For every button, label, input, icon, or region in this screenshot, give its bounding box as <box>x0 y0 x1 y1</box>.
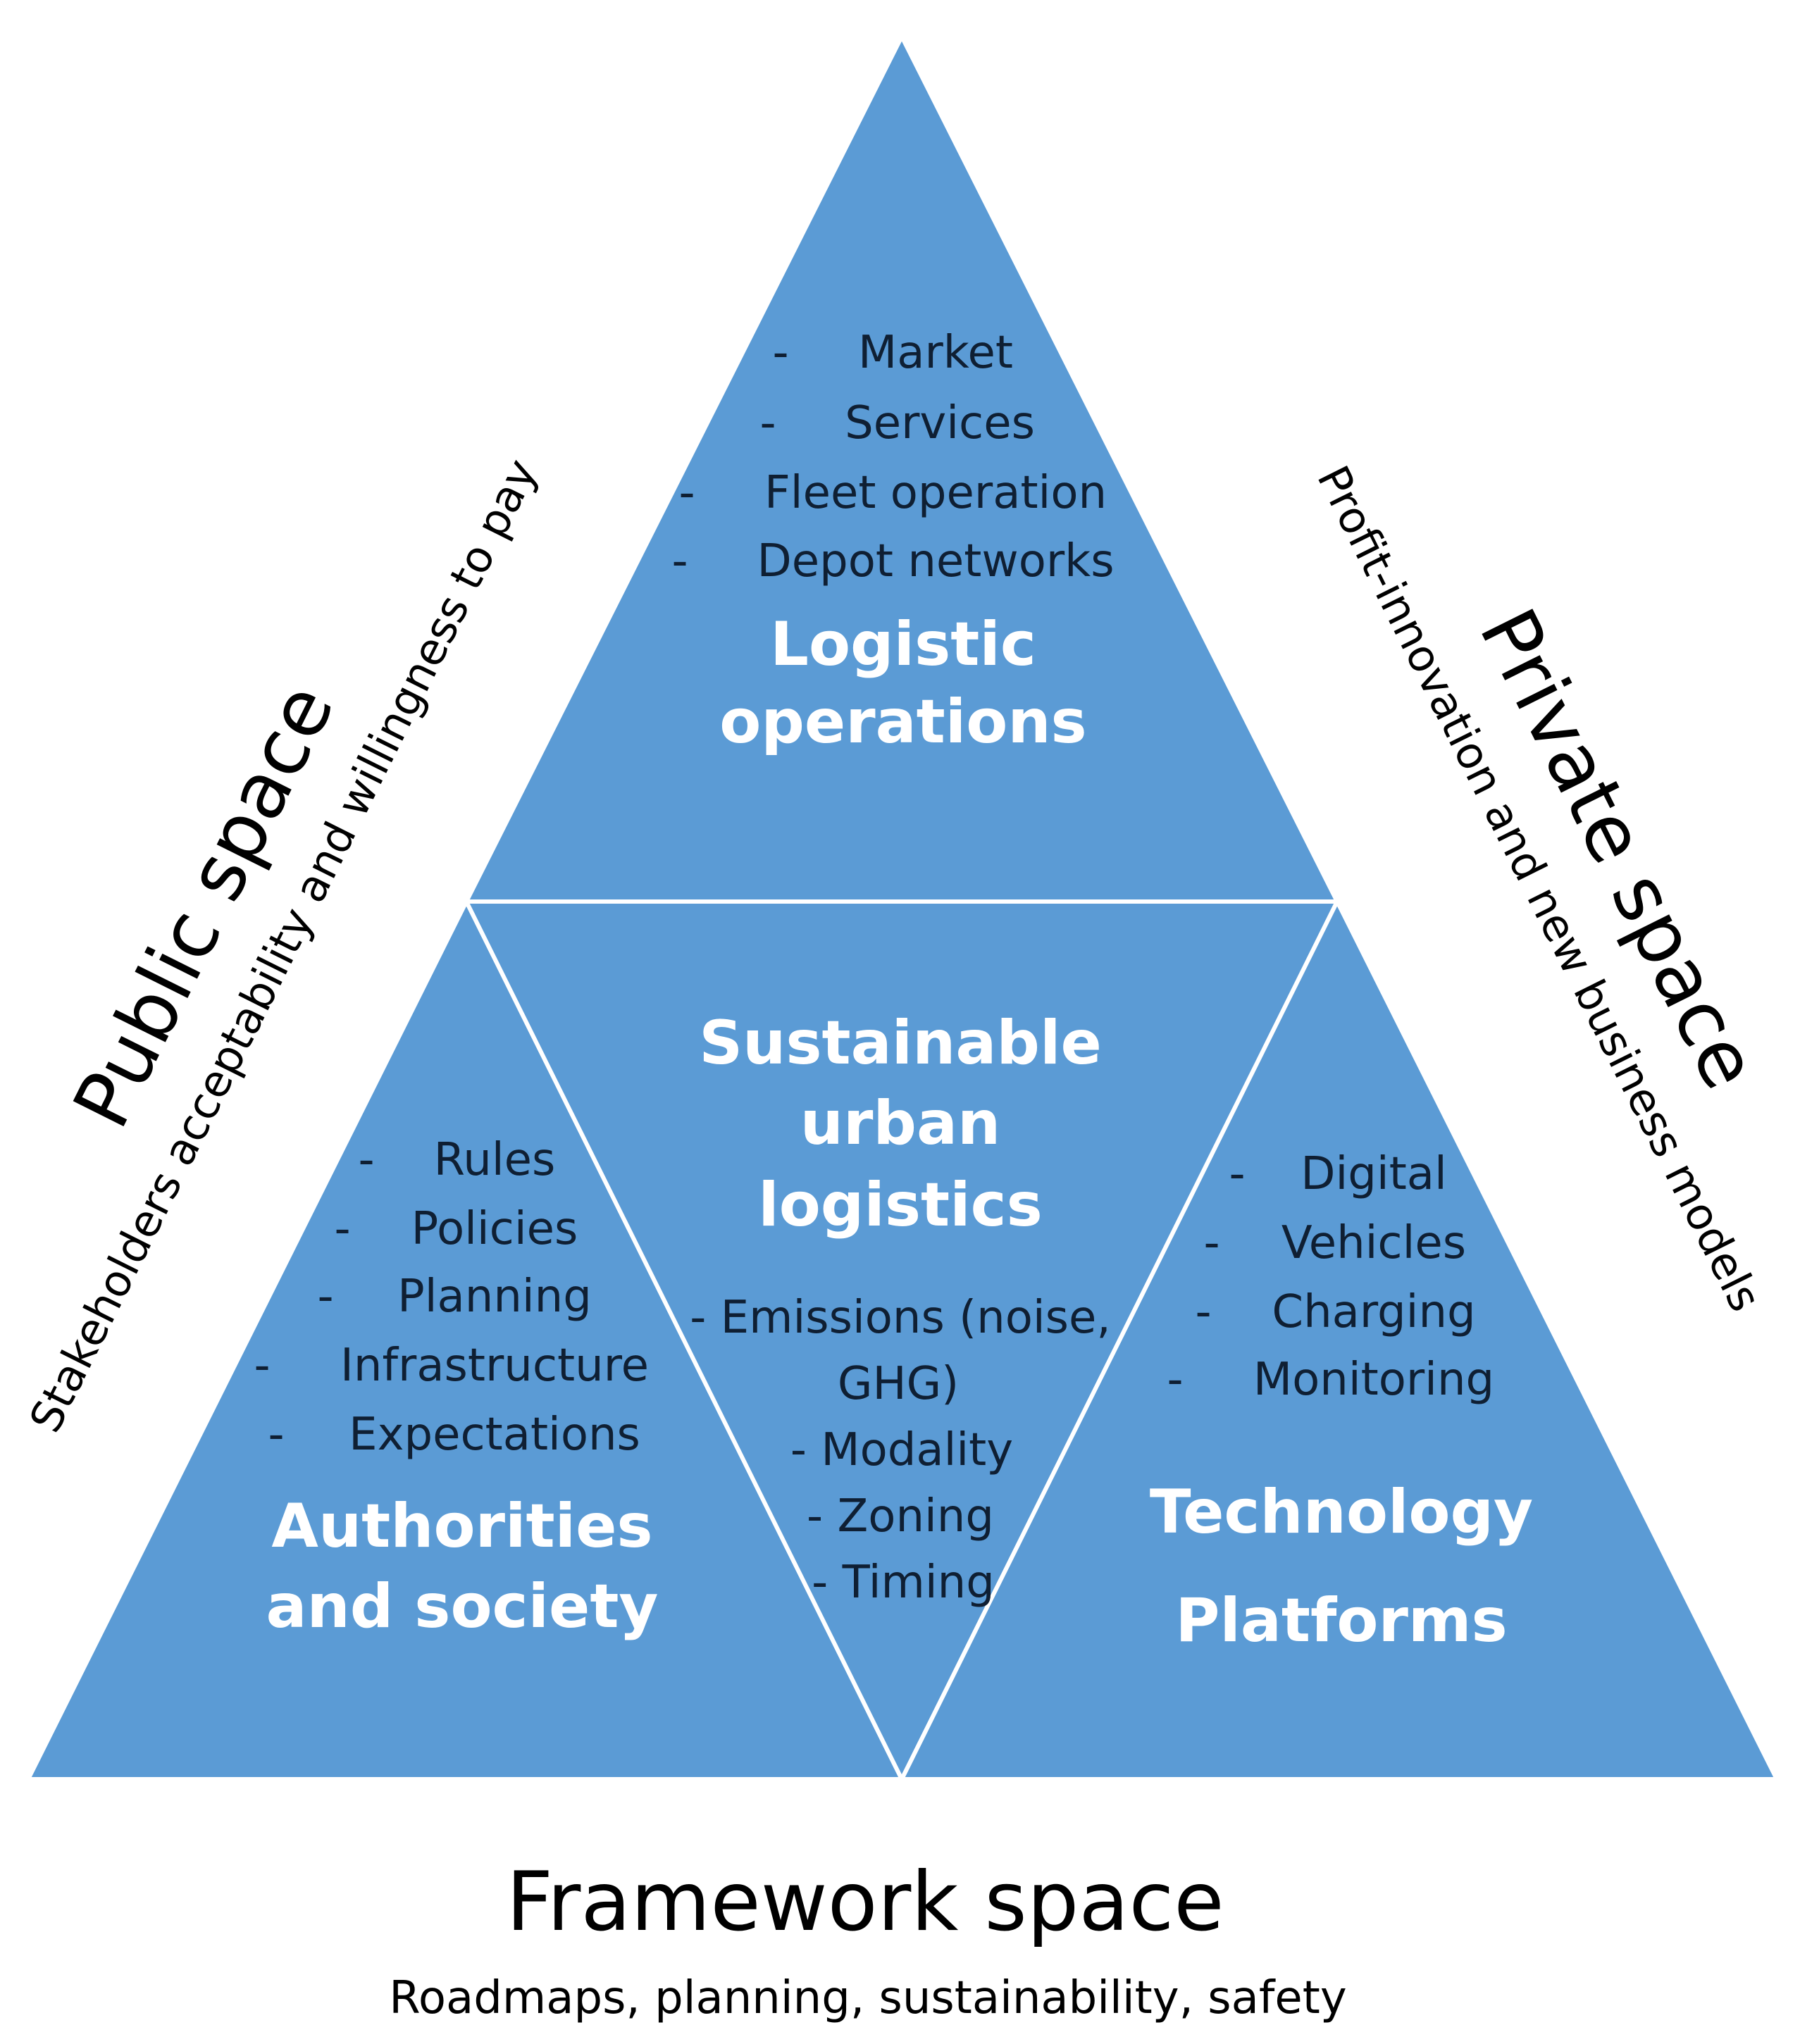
bullet-dash: - <box>671 535 688 587</box>
list-item: Charging <box>1272 1286 1475 1338</box>
framework-space-title: Framework space <box>506 1855 1224 1950</box>
list-item: GHG) <box>838 1358 959 1410</box>
section-title: Technology <box>1150 1477 1533 1547</box>
bullet-dash: - <box>1195 1286 1211 1338</box>
list-item: Services <box>845 397 1035 449</box>
list-item: Policies <box>411 1203 578 1255</box>
list-item: Market <box>858 327 1013 379</box>
section-title: urban <box>800 1088 1000 1159</box>
logistic-operations-section: - Market - Services - Fleet operation - … <box>671 327 1114 757</box>
technology-platforms-section: - Digital - Vehicles - Charging - Monito… <box>1150 1148 1533 1656</box>
bullet-dash: - <box>678 467 695 519</box>
list-item: Fleet operation <box>764 467 1107 519</box>
section-title: logistics <box>758 1170 1043 1240</box>
list-item: - Emissions (noise, <box>690 1292 1110 1344</box>
list-item: - Zoning <box>807 1490 994 1543</box>
section-title: and society <box>266 1571 659 1642</box>
section-title: Sustainable <box>699 1008 1102 1078</box>
bullet-dash: - <box>1229 1148 1245 1200</box>
sustainable-logistics-section: Sustainable urban logistics - Emissions … <box>690 1008 1110 1609</box>
bullet-dash: - <box>1167 1354 1183 1406</box>
section-title: Authorities <box>271 1491 652 1562</box>
bullet-dash: - <box>317 1271 333 1323</box>
list-item: Expectations <box>349 1409 640 1461</box>
framework-space-subtitle: Roadmaps, planning, sustainability, safe… <box>389 1972 1346 2024</box>
bullet-dash: - <box>1203 1217 1219 1269</box>
list-item: - Modality <box>790 1424 1013 1476</box>
authorities-society-section: - Rules - Policies - Planning - Infrastr… <box>254 1134 658 1642</box>
bullet-dash: - <box>772 327 788 379</box>
list-item: Monitoring <box>1253 1354 1494 1406</box>
list-item: Planning <box>397 1271 592 1323</box>
bullet-dash: - <box>334 1203 350 1255</box>
bullet-dash: - <box>268 1409 284 1461</box>
list-item: Rules <box>434 1134 556 1186</box>
list-item: Depot networks <box>757 535 1114 587</box>
section-title: Logistic <box>770 609 1036 680</box>
list-item: Vehicles <box>1281 1217 1466 1269</box>
bullet-dash: - <box>254 1340 270 1392</box>
bullet-dash: - <box>759 397 776 449</box>
list-item: - Timing <box>812 1557 995 1609</box>
technology-platforms-triangle <box>898 897 1780 1781</box>
section-title: operations <box>719 687 1087 757</box>
list-item: Digital <box>1301 1148 1447 1200</box>
section-title: Platforms <box>1175 1585 1507 1656</box>
list-item: Infrastructure <box>340 1340 649 1392</box>
bullet-dash: - <box>358 1134 374 1186</box>
